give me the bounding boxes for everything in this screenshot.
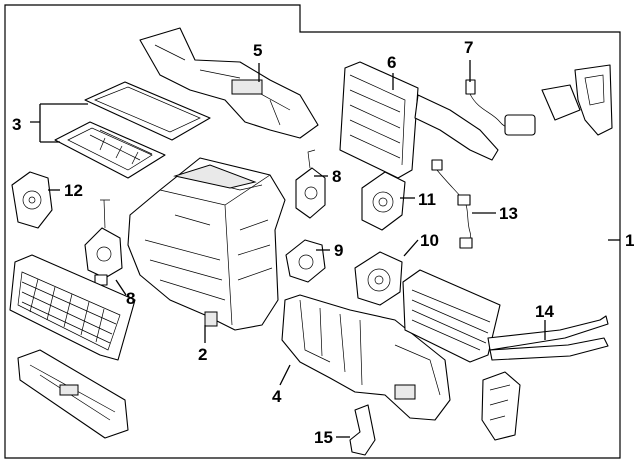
callout-11: 11 [418,190,436,209]
callout-4: 4 [272,387,282,406]
callout-2: 2 [198,345,207,364]
blower-motor-icon [354,251,403,306]
callout-5: 5 [253,41,262,60]
case-duct-icon [349,404,376,456]
callout-15: 15 [314,428,333,447]
callout-13: 13 [499,204,518,223]
leader-lines [30,60,620,438]
case-duct-icon [17,349,129,439]
blower-motor-icon [361,171,406,231]
callout-1: 1 [625,231,634,250]
callout-8a: 8 [332,167,341,186]
diagram-frame [4,4,621,459]
actuator-icon [11,171,53,229]
upper-duct-icon [139,27,319,139]
filter-icon [54,81,211,179]
callout-10: 10 [420,231,439,250]
actuator-icon [285,239,326,283]
callout-12: 12 [64,181,83,200]
callout-9: 9 [334,241,343,260]
callout-labels: 1 2 3 4 5 6 7 8 8 9 10 11 12 13 14 15 [12,38,634,447]
callout-6: 6 [387,53,396,72]
sensor-icon [465,64,613,136]
heater-core-icon [402,269,609,363]
actuator-icon [84,199,123,286]
hvac-case-assembly-icon [127,157,286,331]
heater-core-icon [9,254,136,361]
callout-7: 7 [464,38,473,57]
seal-icon [481,371,521,441]
actuator-icon [295,149,326,219]
lower-case-icon [281,294,451,421]
resistor-icon [431,159,473,249]
evaporator-core-icon [339,61,499,179]
callout-3: 3 [12,115,21,134]
callout-14: 14 [535,302,554,321]
callout-8b: 8 [126,289,135,308]
